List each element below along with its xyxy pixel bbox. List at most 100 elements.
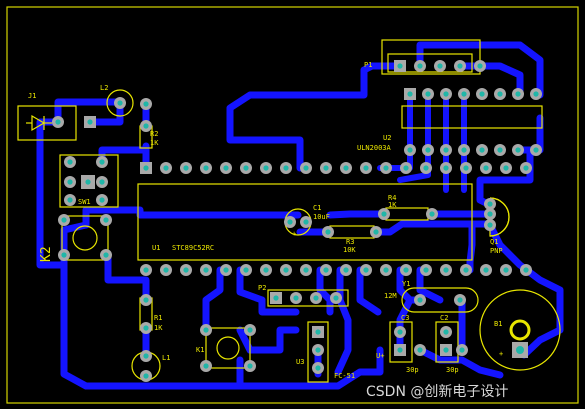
pad-drill bbox=[463, 165, 469, 171]
pad-drill bbox=[425, 91, 431, 97]
pad-drill bbox=[315, 329, 321, 335]
pad-drill bbox=[381, 211, 387, 217]
pad-drill bbox=[373, 229, 379, 235]
pad-drill bbox=[143, 373, 149, 379]
pad-drill bbox=[247, 363, 253, 369]
ref-r1: R1 bbox=[154, 314, 162, 322]
pad-drill bbox=[315, 347, 321, 353]
pad-drill bbox=[143, 123, 149, 129]
pad-drill bbox=[61, 252, 67, 258]
pad-drill bbox=[397, 347, 403, 353]
pad-drill bbox=[247, 327, 253, 333]
pad-drill bbox=[303, 165, 309, 171]
ref-u3: U3 bbox=[296, 358, 304, 366]
pad-drill bbox=[483, 165, 489, 171]
pad-drill bbox=[479, 147, 485, 153]
pad-drill bbox=[263, 165, 269, 171]
ref-sw1: SW1 bbox=[78, 198, 91, 206]
board-outline bbox=[6, 6, 579, 404]
ref-c2: C2 bbox=[440, 314, 448, 322]
pad-drill bbox=[443, 165, 449, 171]
pad-drill bbox=[343, 267, 349, 273]
pad-drill bbox=[487, 201, 493, 207]
pad-drill bbox=[323, 267, 329, 273]
pad-drill bbox=[287, 219, 293, 225]
pad-layer bbox=[52, 60, 542, 382]
pad-drill bbox=[263, 267, 269, 273]
pad-drill bbox=[143, 353, 149, 359]
ref-c3: C3 bbox=[401, 314, 409, 322]
pad-drill bbox=[523, 267, 529, 273]
pad-drill bbox=[407, 147, 413, 153]
pad-drill bbox=[203, 363, 209, 369]
pad-drill bbox=[243, 165, 249, 171]
value-r1: 1K bbox=[154, 324, 163, 332]
pad-drill bbox=[383, 267, 389, 273]
pad-drill bbox=[203, 327, 209, 333]
pad-drill bbox=[85, 179, 91, 185]
pad-drill bbox=[313, 295, 319, 301]
ref-p2: P2 bbox=[258, 284, 266, 292]
pad-drill bbox=[483, 267, 489, 273]
pad-drill bbox=[87, 119, 93, 125]
ref-r2: R2 bbox=[150, 130, 158, 138]
pad-drill bbox=[523, 165, 529, 171]
pad-drill bbox=[383, 165, 389, 171]
pad-drill bbox=[461, 147, 467, 153]
ref-l2: L2 bbox=[100, 84, 108, 92]
value-c2: 30p bbox=[446, 366, 459, 374]
pad-drill bbox=[443, 147, 449, 153]
pad-drill bbox=[55, 119, 61, 125]
pad-drill bbox=[437, 63, 443, 69]
pad-drill bbox=[443, 91, 449, 97]
pad-drill bbox=[203, 267, 209, 273]
pad-drill bbox=[143, 165, 149, 171]
pad-drill bbox=[315, 365, 321, 371]
value-u3: FC-51 bbox=[334, 372, 355, 380]
pad-drill bbox=[457, 297, 463, 303]
pad-drill bbox=[417, 347, 423, 353]
ref-u2: U2 bbox=[383, 134, 391, 142]
ref-c1: C1 bbox=[313, 204, 321, 212]
ref-r4: R4 bbox=[388, 194, 396, 202]
value-q1: PNP bbox=[490, 247, 503, 255]
pad-drill bbox=[459, 347, 465, 353]
ref-j1: J1 bbox=[28, 92, 36, 100]
pad-drill bbox=[487, 211, 493, 217]
pad-drill bbox=[417, 297, 423, 303]
pad-drill bbox=[403, 165, 409, 171]
ref-q1: Q1 bbox=[490, 238, 498, 246]
ref-b1: B1 bbox=[494, 320, 502, 328]
pad-drill bbox=[303, 219, 309, 225]
value-c1: 10uF bbox=[313, 213, 330, 221]
value-r4: 1K bbox=[388, 201, 397, 209]
pad-drill bbox=[403, 267, 409, 273]
pad-drill bbox=[461, 91, 467, 97]
ref-p1: P1 bbox=[364, 61, 372, 69]
pad-drill bbox=[429, 211, 435, 217]
value-u2: ULN2003A bbox=[357, 144, 392, 152]
pad-drill bbox=[503, 267, 509, 273]
pad-drill bbox=[67, 159, 73, 165]
pad-drill bbox=[425, 147, 431, 153]
pad-drill bbox=[67, 197, 73, 203]
pad-drill bbox=[533, 91, 539, 97]
b1-plus-mark: + bbox=[499, 350, 503, 358]
pad-drill bbox=[325, 229, 331, 235]
ref-k1: K1 bbox=[196, 346, 204, 354]
ref-r3: R3 bbox=[346, 238, 354, 246]
c1-plus-mark: + bbox=[292, 230, 296, 238]
pad-drill bbox=[423, 165, 429, 171]
pad-drill bbox=[143, 297, 149, 303]
value-r2: 1K bbox=[150, 139, 159, 147]
pad-drill bbox=[423, 267, 429, 273]
pad-drill bbox=[497, 91, 503, 97]
value-y1: 12M bbox=[384, 292, 397, 300]
pad-drill bbox=[443, 329, 449, 335]
value-u1: STC89C52RC bbox=[172, 244, 214, 252]
pad-drill bbox=[143, 101, 149, 107]
pad-drill bbox=[143, 325, 149, 331]
pad-drill bbox=[443, 347, 449, 353]
pad-drill bbox=[487, 222, 493, 228]
label-u4: U+ bbox=[376, 352, 384, 360]
